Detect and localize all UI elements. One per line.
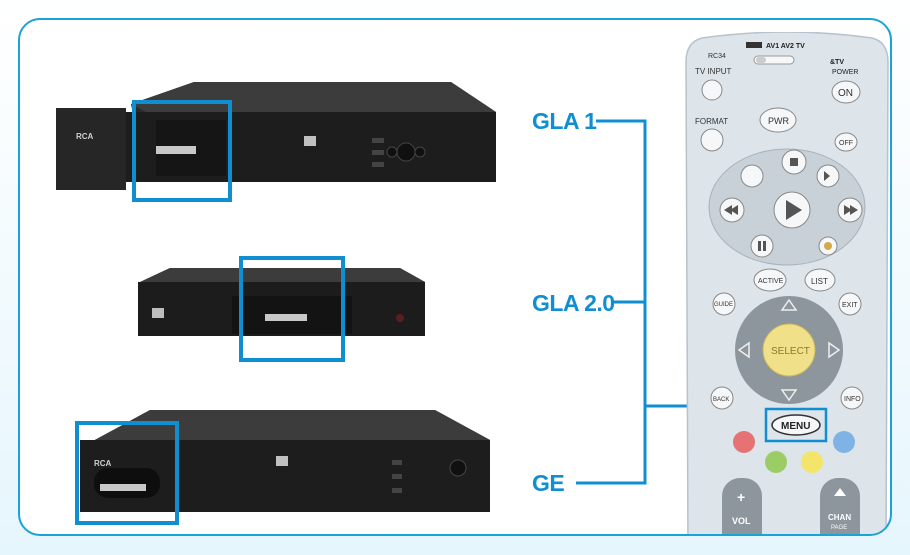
on-button[interactable] (831, 80, 861, 104)
disc-tray (56, 108, 126, 190)
record-icon (824, 242, 832, 250)
svg-text:VOL: VOL (732, 516, 751, 526)
dtv-logo (304, 136, 316, 146)
svg-text:PAGE: PAGE (831, 525, 847, 531)
menu-highlight-box (764, 407, 828, 443)
svg-text:SELECT: SELECT (771, 346, 810, 357)
card-slot (156, 146, 196, 154)
svg-text:PWR: PWR (768, 116, 789, 126)
brand-logo: RCA (76, 132, 94, 141)
chan-up-icon (834, 488, 846, 496)
fast-forward-icon (844, 205, 852, 215)
power-led (396, 314, 404, 322)
format-button[interactable] (700, 128, 724, 152)
card-slot (100, 484, 146, 491)
guide-button[interactable] (712, 292, 736, 316)
tv-input-label: TV INPUT (695, 67, 732, 76)
vol-up-icon: + (737, 489, 745, 505)
select-button[interactable] (762, 323, 816, 377)
brand-logo: RCA (94, 459, 112, 468)
volume-rocker[interactable] (722, 478, 762, 536)
skip-icon (824, 171, 830, 181)
channel-rocker[interactable] (820, 478, 860, 536)
rewind-icon (724, 205, 732, 215)
dtv-logo (276, 456, 288, 466)
play-icon (786, 200, 802, 220)
svg-text:ACTIVE: ACTIVE (758, 278, 784, 285)
remote-control: RC34 AV1 AV2 TV TV INPUT &TV POWER ON FO… (685, 32, 889, 536)
down-arrow-icon (780, 389, 798, 402)
content-card: RCA RCA GLA 1 GLA 2.0 GE (18, 18, 892, 536)
receiver-gla1: RCA (56, 82, 496, 190)
label-ge: GE (532, 470, 565, 496)
list-button[interactable] (804, 268, 836, 292)
pause-icon (758, 241, 761, 251)
dtv-logo (152, 308, 164, 318)
label-gla2: GLA 2.0 (532, 290, 615, 316)
exit-button[interactable] (838, 292, 862, 316)
tv-input-button[interactable] (701, 79, 723, 101)
switch-labels: AV1 AV2 TV (766, 43, 805, 50)
card-slot (265, 314, 307, 321)
tv-power-label-2: POWER (832, 69, 858, 76)
format-label: FORMAT (695, 117, 728, 126)
off-button[interactable] (834, 132, 858, 152)
left-arrow-icon (737, 341, 750, 359)
pause-button[interactable] (750, 234, 774, 258)
svg-text:OFF: OFF (839, 140, 853, 147)
blue-button[interactable] (833, 431, 855, 453)
right-arrow-icon (828, 341, 841, 359)
svg-text:EXIT: EXIT (842, 302, 858, 309)
highlight-box-ge (75, 421, 179, 525)
svg-text:LIST: LIST (811, 277, 828, 286)
receiver-gla2 (138, 268, 425, 336)
stop-icon (790, 158, 798, 166)
nav-pad (449, 459, 467, 477)
label-gla1: GLA 1 (532, 108, 597, 134)
active-button[interactable] (753, 268, 787, 292)
svg-text:ON: ON (838, 88, 853, 99)
svg-text:CHAN: CHAN (828, 513, 851, 522)
up-arrow-icon (780, 298, 798, 311)
green-button[interactable] (765, 451, 787, 473)
replay-button[interactable] (740, 164, 764, 188)
info-button[interactable] (840, 386, 864, 410)
yellow-button[interactable] (801, 451, 823, 473)
svg-text:INFO: INFO (844, 396, 861, 403)
receiver-ge: RCA (80, 410, 490, 512)
back-button[interactable] (710, 386, 734, 410)
red-button[interactable] (733, 431, 755, 453)
highlight-box-gla2 (239, 256, 345, 362)
svg-text:GUIDE: GUIDE (714, 302, 733, 308)
menu-button[interactable] (771, 414, 821, 436)
tv-power-label-1: &TV (830, 59, 844, 66)
vol-down-icon: − (737, 533, 745, 536)
pwr-button[interactable] (759, 107, 797, 133)
model-label: RC34 (708, 53, 726, 60)
svg-text:MENU: MENU (781, 421, 810, 432)
highlight-box-gla1 (132, 100, 232, 202)
svg-text:BACK: BACK (713, 397, 729, 403)
